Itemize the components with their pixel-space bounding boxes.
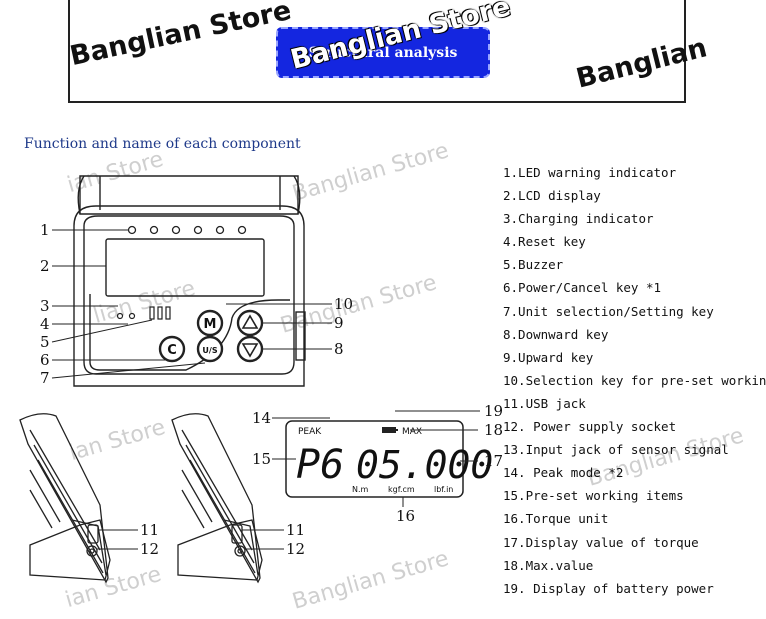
legend-item: 2.LCD display bbox=[503, 188, 601, 204]
callout-1: 1 bbox=[40, 221, 50, 239]
section-title: Function and name of each component bbox=[24, 136, 301, 152]
side-callout-lines bbox=[97, 529, 284, 550]
key-c[interactable]: C bbox=[158, 335, 186, 363]
lcd-peak-label: PEAK bbox=[298, 427, 322, 437]
led-indicator-row bbox=[127, 225, 247, 235]
legend-item: 10.Selection key for pre-set workin bbox=[503, 372, 766, 388]
callout-10: 10 bbox=[334, 295, 353, 313]
legend-item: 5.Buzzer bbox=[503, 257, 564, 273]
callout-9: 9 bbox=[334, 314, 344, 332]
key-us[interactable]: U/S bbox=[196, 335, 224, 363]
callout-3: 3 bbox=[40, 297, 50, 315]
device-callout-lines bbox=[51, 229, 332, 379]
battery-icon bbox=[382, 427, 396, 433]
callout-7: 7 bbox=[40, 369, 50, 387]
lcd-unit-lbfin: lbf.in bbox=[434, 485, 453, 494]
legend-item: 9.Upward key bbox=[503, 349, 594, 365]
callout-15: 15 bbox=[252, 450, 271, 468]
callout-11: 11 bbox=[140, 521, 159, 539]
device-callout-numbers: 1 2 3 4 5 6 7 10 9 8 bbox=[40, 221, 353, 387]
side-view-left bbox=[19, 413, 111, 584]
callout-2: 2 bbox=[40, 257, 50, 275]
callout-18: 18 bbox=[484, 421, 503, 439]
legend-item: 8.Downward key bbox=[503, 326, 609, 342]
callout-12: 12 bbox=[286, 540, 305, 558]
key-c-label: C bbox=[167, 343, 177, 358]
legend-item: 6.Power/Cancel key *1 bbox=[503, 280, 662, 296]
lcd-unit-kgfcm: kgf.cm bbox=[388, 485, 415, 494]
legend-item: 17.Display value of torque bbox=[503, 534, 699, 550]
legend-item: 15.Pre-set working items bbox=[503, 488, 684, 504]
key-m-label: M bbox=[204, 317, 217, 332]
arrow-down-icon bbox=[241, 343, 259, 358]
legend-item: 1.LED warning indicator bbox=[503, 165, 677, 180]
callout-8: 8 bbox=[334, 340, 344, 358]
side-callout-numbers: 11 12 11 12 bbox=[140, 521, 305, 558]
legend-item: 16.Torque unit bbox=[503, 511, 609, 527]
component-legend: 1.LED warning indicator 2.LCD display 3.… bbox=[503, 161, 766, 600]
arrow-up-icon bbox=[241, 314, 259, 329]
lcd-unit-nm: N.m bbox=[352, 485, 369, 494]
legend-item: 3.Charging indicator bbox=[503, 211, 654, 227]
legend-item: 12. Power supply socket bbox=[503, 419, 677, 435]
key-down[interactable] bbox=[236, 335, 264, 363]
legend-item: 13.Input jack of sensor signal bbox=[503, 442, 729, 458]
key-m[interactable]: M bbox=[196, 309, 224, 337]
side-view-right bbox=[171, 413, 263, 584]
callout-12: 12 bbox=[140, 540, 159, 558]
callout-11: 11 bbox=[286, 521, 305, 539]
structural-analysis-title: Structural analysis bbox=[276, 27, 490, 78]
lcd-callout-lines bbox=[272, 410, 480, 507]
legend-item: 4.Reset key bbox=[503, 234, 586, 250]
key-up[interactable] bbox=[236, 309, 264, 337]
callout-16: 16 bbox=[396, 507, 415, 525]
lcd-value-digits: 05.000 bbox=[356, 443, 493, 487]
legend-item: 7.Unit selection/Setting key bbox=[503, 303, 714, 319]
callout-5: 5 bbox=[40, 333, 50, 351]
lcd-preset-digits: P6 bbox=[296, 442, 344, 488]
callout-4: 4 bbox=[40, 315, 50, 333]
legend-item: 19. Display of battery power bbox=[503, 580, 714, 596]
callout-6: 6 bbox=[40, 351, 50, 369]
legend-item: 18.Max.value bbox=[503, 557, 594, 573]
legend-item: 14. Peak mode *2 bbox=[503, 465, 624, 481]
legend-item: 11.USB jack bbox=[503, 395, 586, 411]
callout-19: 19 bbox=[484, 402, 503, 420]
device-body bbox=[73, 175, 306, 387]
buzzer-slots bbox=[116, 306, 171, 320]
callout-14: 14 bbox=[252, 409, 271, 427]
lcd-max-label: MAX bbox=[402, 427, 422, 437]
component-diagram: M C U/S 1 2 3 4 5 6 7 10 9 8 bbox=[19, 175, 503, 584]
lcd-closeup: PEAK MAX P6 05.000 N.m kgf.cm lbf.in bbox=[285, 420, 493, 498]
lcd-callout-numbers: 14 19 18 15 17 16 bbox=[252, 402, 503, 525]
callout-17: 17 bbox=[484, 452, 503, 470]
key-us-label: U/S bbox=[202, 346, 217, 355]
